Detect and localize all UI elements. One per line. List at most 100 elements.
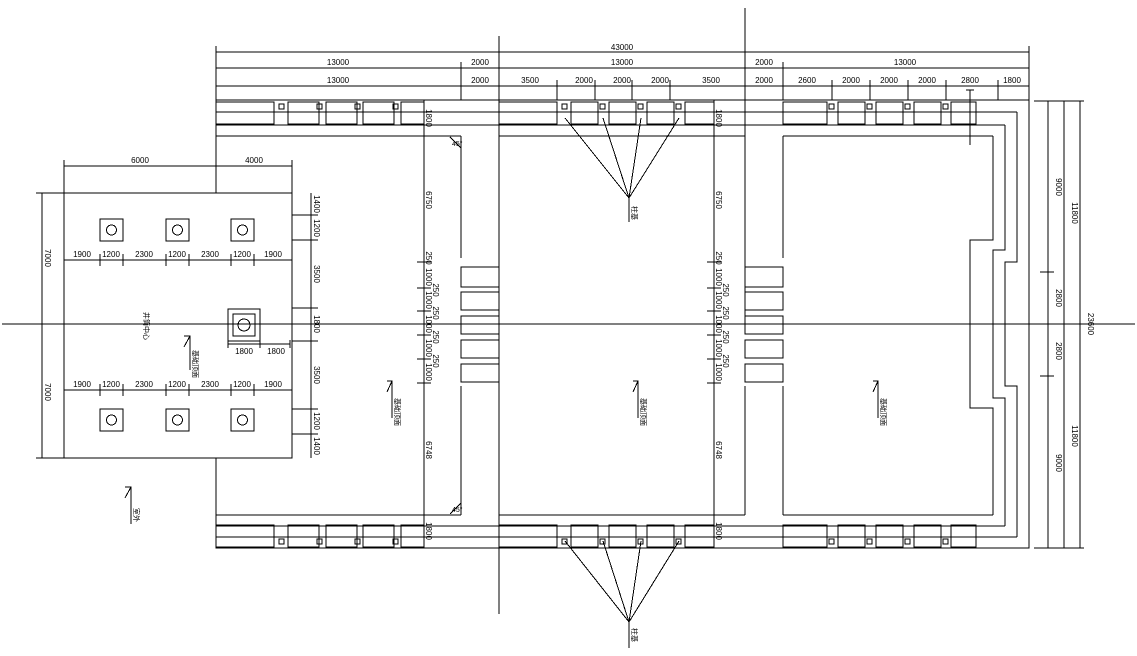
dim-right-11800-top: 11800: [1070, 202, 1079, 224]
dim-right-23600: 23600: [1086, 313, 1095, 336]
dim-top-r2-5: 2000: [613, 76, 631, 85]
dim-top-r2-9: 2600: [798, 76, 816, 85]
dim-lb-u4: 1200: [168, 250, 186, 259]
wall-dim-mid-mid: 6750: [714, 191, 723, 209]
wall-dim-left-top: 1800: [424, 109, 433, 127]
wall-dim-left-bot: 6748: [424, 441, 433, 459]
dim-lb-r1: 1400: [312, 195, 321, 213]
bottom-beam-segments: [215, 524, 977, 548]
wall-dim-left-s9: 1000: [424, 363, 433, 381]
label-top-leader: 柱基: [630, 206, 639, 220]
dim-lb-r5: 3500: [312, 366, 321, 384]
dim-lb-l5: 2300: [201, 380, 219, 389]
dim-right-11800-bot: 11800: [1070, 425, 1079, 447]
wall-dim-left-bottom: 1800: [424, 522, 433, 540]
right-dimension-lines: [1034, 100, 1084, 549]
dim-lb-l3: 2300: [135, 380, 153, 389]
dim-lb-u7: 1900: [264, 250, 282, 259]
dim-right-2800-b: 2800: [1054, 342, 1063, 360]
wall-dim-mid-s3: 1000: [714, 291, 723, 309]
left-block-dims: [36, 160, 318, 459]
dim-lb-u3: 2300: [135, 250, 153, 259]
label-room-1: 基础顶面: [393, 398, 402, 426]
wall-dim-mid-bot: 6748: [714, 441, 723, 459]
label-well-center: 井筒中心: [142, 312, 151, 340]
dim-left-7000-top: 7000: [43, 249, 52, 267]
dim-lb-l7: 1900: [264, 380, 282, 389]
dim-well-2: 1800: [267, 347, 285, 356]
dim-top-r2-11: 2000: [880, 76, 898, 85]
dim-top-r2-14: 1800: [1003, 76, 1021, 85]
wall-dim-mid-s1: 1000: [714, 268, 723, 286]
dim-top-r2-4: 2000: [575, 76, 593, 85]
dim-lb-r3: 3500: [312, 265, 321, 283]
wall-dim-lines: [417, 261, 721, 384]
wall-dim-left-s8: 250: [431, 354, 440, 368]
dim-well-1: 1800: [235, 347, 253, 356]
dim-right-9000-bot: 9000: [1054, 454, 1063, 472]
wall-dim-mid-s6: 250: [721, 330, 730, 344]
dim-lb-u2: 1200: [102, 250, 120, 259]
dim-top-r1-5: 13000: [894, 58, 917, 67]
wall-dim-left-mid: 6750: [424, 191, 433, 209]
wall-dim-mid-gap: 250: [714, 251, 723, 265]
left-block-row-ticks: [99, 254, 255, 396]
wall-dim-mid-top: 1800: [714, 109, 723, 127]
dim-lb-u6: 1200: [233, 250, 251, 259]
dim-overall-43000: 43000: [611, 43, 634, 52]
dim-top-r2-10: 2000: [842, 76, 860, 85]
dim-lb-r6: 1200: [312, 412, 321, 430]
corner-mark-top: 45°: [452, 140, 463, 148]
dim-left-7000-bot: 7000: [43, 383, 52, 401]
wall-dim-mid-bottom: 1800: [714, 522, 723, 540]
dim-lb-r4: 1800: [312, 315, 321, 333]
top-dimension-lines: [215, 46, 1030, 100]
dim-lb-u5: 2300: [201, 250, 219, 259]
top-leader-lines: [564, 117, 680, 222]
dim-lb-l4: 1200: [168, 380, 186, 389]
dim-top-r2-3: 3500: [521, 76, 539, 85]
top-beam-segments: [215, 101, 977, 125]
dim-lb-r7: 1400: [312, 437, 321, 455]
dim-lb-l6: 1200: [233, 380, 251, 389]
wall-dim-left-s1: 1000: [424, 268, 433, 286]
dim-lb-u1: 1900: [73, 250, 91, 259]
dim-top-r1-4: 2000: [755, 58, 773, 67]
wall-dim-left-s3: 1000: [424, 291, 433, 309]
left-block-outline: [63, 192, 293, 459]
dim-left-4000: 4000: [245, 156, 263, 165]
wall-dim-left-s2: 250: [431, 283, 440, 297]
wall-dim-left-gap: 250: [424, 251, 433, 265]
wall-dim-left-s6: 250: [431, 330, 440, 344]
dim-top-r2-1: 13000: [327, 76, 350, 85]
interior-walls: [423, 100, 784, 548]
dim-top-r2-8: 2000: [755, 76, 773, 85]
wall-dim-left-s4: 250: [431, 306, 440, 320]
outer-foundation-outline: [215, 99, 1030, 549]
dim-top-r2-2: 2000: [471, 76, 489, 85]
dim-top-r1-2: 2000: [471, 58, 489, 67]
label-left-arrow: 基础顶面: [191, 350, 200, 378]
dim-right-2800-a: 2800: [1054, 289, 1063, 307]
dim-top-r2-13: 2800: [961, 76, 979, 85]
dim-right-9000-top: 9000: [1054, 178, 1063, 196]
wall-dim-mid-s9: 1000: [714, 363, 723, 381]
wall-dim-mid-s7: 1000: [714, 339, 723, 357]
wall-dim-left-s7: 1000: [424, 339, 433, 357]
dim-top-r2-7: 3500: [702, 76, 720, 85]
corner-mark-bottom: 45°: [452, 506, 463, 514]
bottom-leader-lines: [564, 540, 680, 648]
label-room-2: 基础顶面: [639, 398, 648, 426]
wall-dim-left-s5: 1000: [424, 315, 433, 333]
pile-caps: [99, 218, 255, 432]
wall-dim-mid-s4: 250: [721, 306, 730, 320]
dim-lb-l2: 1200: [102, 380, 120, 389]
well-center-cap: [227, 308, 291, 348]
wall-dim-mid-s2: 250: [721, 283, 730, 297]
dim-left-6000: 6000: [131, 156, 149, 165]
wall-dim-mid-s5: 1000: [714, 315, 723, 333]
dim-top-r2-12: 2000: [918, 76, 936, 85]
label-outdoor: 室外: [132, 508, 141, 522]
dim-top-r2-6: 2000: [651, 76, 669, 85]
